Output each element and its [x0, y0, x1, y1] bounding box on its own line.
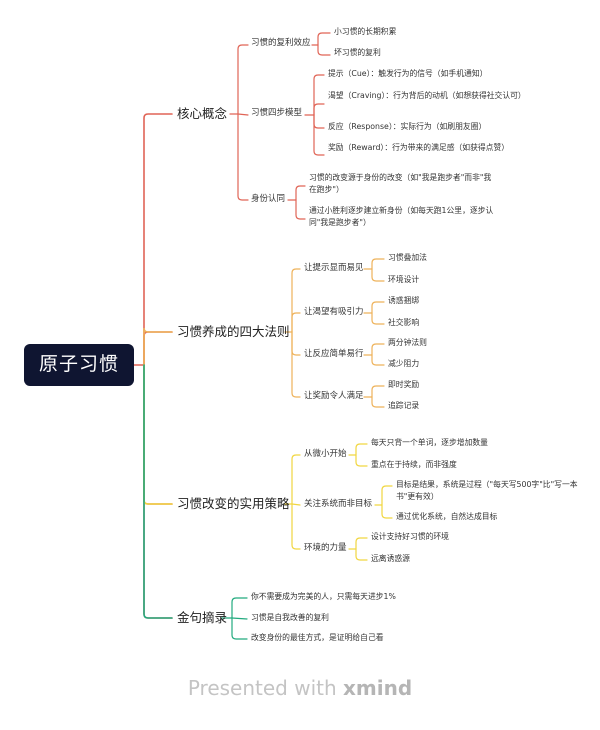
footer-prefix: Presented with: [187, 676, 337, 700]
topic-practical-strategies[interactable]: 习惯改变的实用策略: [177, 496, 290, 511]
leaf-small-wins[interactable]: 通过小胜利逐步建立新身份（如每天跑1公里，逐步认同"我是跑步者"）: [309, 206, 494, 228]
topic-core-concepts[interactable]: 核心概念: [177, 106, 228, 121]
leaf-cue[interactable]: 提示（Cue）：触发行为的信号（如手机通知）: [328, 69, 488, 78]
subtopic-four-step-model[interactable]: 习惯四步模型: [251, 108, 303, 118]
leaf-reduce-friction[interactable]: 减少阻力: [388, 359, 420, 368]
quote-one-percent[interactable]: 你不需要成为完美的人，只需每天进步1%: [251, 592, 396, 601]
topic-quotes[interactable]: 金句摘录: [177, 610, 228, 625]
subtopic-start-small[interactable]: 从微小开始: [304, 449, 347, 459]
leaf-social-influence[interactable]: 社交影响: [388, 318, 420, 327]
subtopic-identity[interactable]: 身份认同: [251, 194, 286, 204]
leaf-consistency[interactable]: 重点在于持续，而非强度: [371, 460, 457, 469]
subtopic-environment-power[interactable]: 环境的力量: [304, 543, 347, 553]
leaf-habit-tracking[interactable]: 追踪记录: [388, 401, 420, 410]
leaf-craving[interactable]: 渴望（Craving）：行为背后的动机（如想获得社交认可）: [328, 91, 526, 100]
leaf-habit-stacking[interactable]: 习惯叠加法: [388, 253, 427, 262]
subtopic-compound-effect[interactable]: 习惯的复利效应: [251, 38, 311, 48]
leaf-two-minute-rule[interactable]: 两分钟法则: [388, 338, 427, 347]
leaf-goal-vs-system[interactable]: 目标是结果，系统是过程（"每天写500字"比"写一本书"更有效）: [396, 480, 578, 502]
subtopic-make-attractive[interactable]: 让渴望有吸引力: [304, 307, 364, 317]
leaf-design-environment[interactable]: 设计支持好习惯的环境: [371, 532, 449, 541]
leaf-instant-reward[interactable]: 即时奖励: [388, 380, 420, 389]
leaf-small-habits[interactable]: 小习惯的长期积累: [334, 27, 397, 36]
quote-prove-to-yourself[interactable]: 改变身份的最佳方式，是证明给自己看: [251, 633, 384, 642]
leaf-identity-change[interactable]: 习惯的改变源于身份的改变（如"我是跑步者"而非"我在跑步"）: [309, 173, 492, 195]
leaf-environment-design[interactable]: 环境设计: [388, 275, 420, 284]
subtopic-make-satisfying[interactable]: 让奖励令人满足: [304, 391, 364, 401]
footer-watermark: Presented with xmind: [0, 676, 600, 700]
root-node[interactable]: 原子习惯: [24, 344, 134, 386]
subtopic-make-obvious[interactable]: 让提示显而易见: [304, 263, 364, 273]
subtopic-systems-over-goals[interactable]: 关注系统而非目标: [304, 499, 373, 509]
topic-four-laws[interactable]: 习惯养成的四大法则: [177, 324, 290, 339]
quote-compound-self-improvement[interactable]: 习惯是自我改善的复利: [251, 613, 329, 622]
leaf-bad-habits[interactable]: 坏习惯的复利: [334, 48, 381, 57]
leaf-optimize-system[interactable]: 通过优化系统，自然达成目标: [396, 512, 498, 521]
xmind-brand: xmind: [343, 676, 413, 700]
leaf-temptation-bundling[interactable]: 诱惑捆绑: [388, 296, 420, 305]
leaf-reward[interactable]: 奖励（Reward）：行为带来的满足感（如获得点赞）: [328, 143, 510, 152]
subtopic-make-easy[interactable]: 让反应简单易行: [304, 349, 364, 359]
leaf-response[interactable]: 反应（Response）：实际行为（如刷朋友圈）: [328, 122, 487, 131]
leaf-avoid-temptation[interactable]: 远离诱惑源: [371, 554, 410, 563]
leaf-one-word-daily[interactable]: 每天只背一个单词，逐步增加数量: [371, 438, 488, 447]
